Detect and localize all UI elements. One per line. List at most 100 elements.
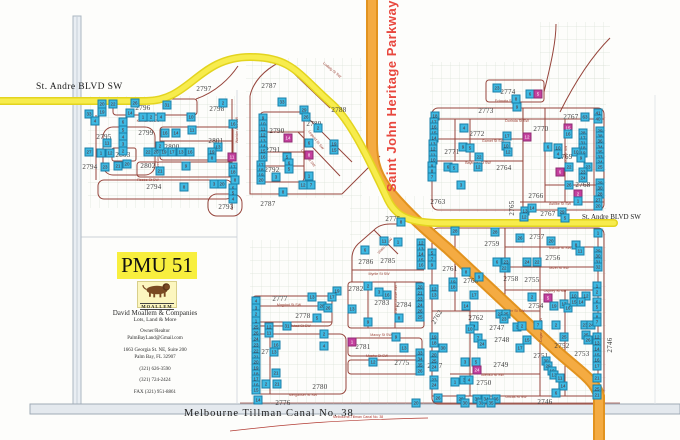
lot-marker: 16	[185, 147, 195, 157]
moallem-logo: MOALLEM	[137, 281, 177, 310]
lot-marker-pink: 24	[472, 365, 482, 375]
block-number: 2779	[261, 348, 276, 356]
street-label: Mutad St SW	[289, 324, 311, 328]
block-number: 2798	[209, 105, 225, 113]
lot-marker: 26	[583, 335, 593, 345]
lot-marker: 21	[113, 161, 123, 171]
block-number: 2771	[444, 148, 460, 156]
lot-marker: 16	[416, 260, 426, 270]
lot-marker: 12	[581, 291, 591, 301]
lot-marker: 16	[563, 129, 573, 139]
block-number: 2754	[528, 302, 544, 310]
block-number: 2774	[500, 88, 516, 96]
lot-marker: 40	[593, 114, 603, 124]
lot-marker: 8	[179, 182, 189, 192]
street-label: Dorinda St SW	[505, 119, 529, 123]
lot-marker: 20	[411, 398, 421, 408]
lot-marker: 26	[564, 180, 574, 190]
lot-marker-pink: 5	[533, 89, 543, 99]
lot-marker: 12	[519, 212, 529, 222]
lot-marker: 16	[228, 119, 238, 129]
street-label: Myrtle St SW	[368, 272, 390, 276]
lot-marker: 20	[593, 201, 603, 211]
block-number: 2767	[540, 210, 556, 218]
lot-marker: 2	[218, 98, 228, 108]
block-number: 2791	[265, 146, 281, 154]
lot-marker: 19	[549, 301, 559, 311]
block-number: 2790	[269, 127, 285, 135]
street-label: Ludwig St SW	[322, 61, 342, 79]
street-label: Moshu St SW	[366, 354, 388, 358]
lot-marker-pink: 1	[347, 337, 357, 347]
lot-marker: 7	[306, 180, 316, 190]
lot-marker: 17	[327, 292, 337, 302]
block-number: 2746	[537, 398, 553, 406]
broker-company: David Moallem & Companies	[112, 309, 198, 317]
street-label: Tulenko St SW	[480, 373, 504, 377]
lot-marker: 7	[592, 317, 602, 327]
lot-marker: 17	[515, 343, 525, 353]
lot-marker: 33	[84, 109, 94, 119]
lot-marker: 4	[90, 116, 100, 126]
block-number: 2765	[508, 200, 516, 216]
lot-marker: 11	[379, 236, 389, 246]
block-number: 2762	[468, 314, 484, 322]
block-number: 2752	[554, 342, 570, 350]
lot-marker: 3	[460, 357, 470, 367]
lot-marker: 31	[162, 100, 172, 110]
lot-marker-pink: 11	[227, 152, 237, 162]
block-number: 2776	[275, 399, 291, 407]
street-label: Mizel St SW	[549, 266, 569, 270]
block-number: 2778	[295, 312, 311, 320]
lot-marker: 31	[282, 321, 292, 331]
lot-marker: 10	[186, 112, 196, 122]
lot-marker-pink: 5	[543, 293, 553, 303]
lot-marker: 24	[429, 380, 439, 390]
lot-marker: 9	[181, 161, 191, 171]
broker-tagline: Lots, Land & More	[133, 317, 177, 323]
street-label: Osprey St SW	[543, 289, 567, 293]
lot-marker: 8	[394, 313, 404, 323]
lot-marker: 14	[253, 395, 263, 405]
block-number: 2792	[264, 166, 280, 174]
street-label: Echnata St SW	[494, 99, 520, 103]
street-label: Mahoe St SW	[548, 246, 572, 250]
lot-marker: 2	[363, 281, 373, 291]
lot-marker: 2	[313, 123, 323, 133]
lot-marker: 14	[171, 128, 181, 138]
block-number: 2775	[394, 359, 410, 367]
lot-marker-pink: 12	[522, 132, 532, 142]
block-number: 2753	[574, 350, 590, 358]
lot-marker: 15	[522, 335, 532, 345]
block-number: 2773	[478, 107, 494, 115]
lot-marker: 9	[363, 317, 373, 327]
block-number: 2788	[331, 106, 347, 114]
lot-marker: 12	[368, 357, 378, 367]
lot-marker: 24	[429, 362, 439, 372]
lot-marker: 30	[438, 343, 448, 353]
block-number: 2757	[529, 233, 545, 241]
street-label: Merganser St SW	[288, 393, 318, 397]
lot-marker: 6	[360, 245, 370, 255]
lot-marker: 10	[465, 324, 475, 334]
block-number: 2756	[545, 254, 561, 262]
lot-marker: 33	[277, 97, 287, 107]
lot-marker: 23	[492, 83, 502, 93]
lot-marker: 24	[477, 339, 487, 349]
lot-marker: 26	[415, 366, 425, 376]
lot-marker: 14	[576, 297, 586, 307]
block-number: 2759	[484, 240, 500, 248]
lot-marker: 17	[469, 290, 479, 300]
block-number: 2772	[469, 130, 485, 138]
street-label: Recoe St SW	[137, 178, 159, 182]
lot-marker: 24	[578, 173, 588, 183]
block-number: 2762	[429, 308, 445, 326]
lot-marker: 20	[122, 159, 132, 169]
lot-marker: 21	[272, 379, 282, 389]
lot-marker-pink: 6	[555, 167, 565, 177]
logo-wordmark: MOALLEM	[140, 303, 174, 310]
lot-marker-pink: 8	[304, 150, 314, 160]
lot-marker: 9	[576, 153, 586, 163]
lot-marker: 13	[269, 347, 279, 357]
